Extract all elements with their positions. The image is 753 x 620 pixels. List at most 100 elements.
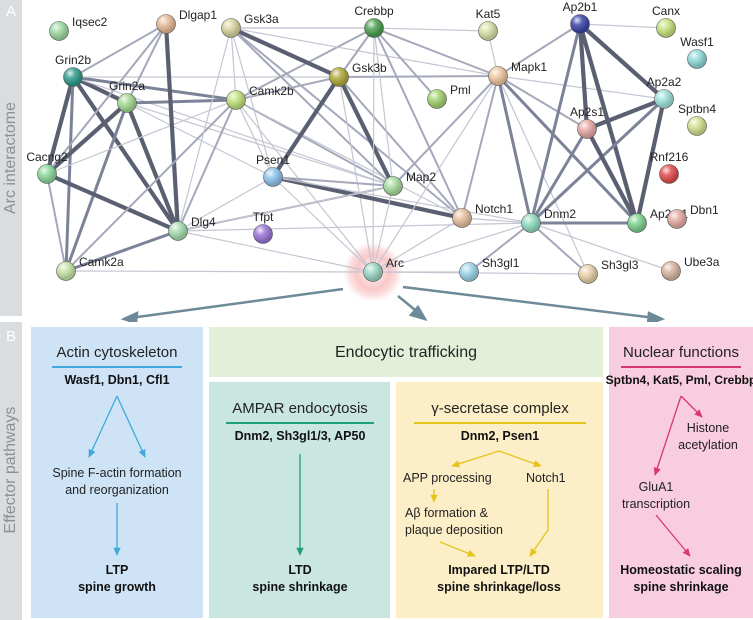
node-notch1[interactable]: Notch1 xyxy=(452,202,514,228)
node-ap2b1[interactable]: Ap2b1 xyxy=(563,0,598,34)
node-sh3gl3[interactable]: Sh3gl3 xyxy=(578,258,639,284)
node-notch1-label: Notch1 xyxy=(475,202,513,216)
node-mapk1[interactable]: Mapk1 xyxy=(488,60,548,86)
node-rnf216-label: Rnf216 xyxy=(650,150,689,164)
node-psen1-shine xyxy=(263,167,283,187)
edge-grin2a-camk2b xyxy=(125,98,238,105)
edge-ap2b1-ap2a2 xyxy=(577,21,667,102)
node-sh3gl1-shine xyxy=(459,262,479,282)
node-iqsec2-shine xyxy=(49,21,69,41)
node-rnf216-shine xyxy=(659,164,679,184)
node-ap2s1-shine xyxy=(577,119,597,139)
arrow-to-nuclear-head xyxy=(646,311,666,322)
node-dnm2-label: Dnm2 xyxy=(544,207,576,221)
node-dlg4[interactable]: Dlg4 xyxy=(168,215,217,241)
node-gsk3a-shine xyxy=(221,18,241,38)
nuclear-histone-line2: acetylation xyxy=(678,438,738,452)
node-psen1-label: Psen1 xyxy=(256,153,290,167)
node-ap2s1[interactable]: Ap2s1 xyxy=(570,105,604,139)
node-cacng2[interactable]: Cacng2 xyxy=(26,150,68,184)
edge-camk2b-gsk3b xyxy=(235,76,340,101)
node-grin2a[interactable]: Grin2a xyxy=(109,79,145,113)
edge-grin2a-psen1 xyxy=(126,102,274,178)
edge-gsk3b-psen1 xyxy=(270,74,342,180)
ampar-genes: Dnm2, Sh3gl1/3, AP50 xyxy=(234,429,366,443)
edge-ap2s1-dnm2 xyxy=(529,127,589,225)
node-dlgap1-shine xyxy=(156,14,176,34)
edge-gsk3b-arc xyxy=(338,76,374,273)
node-crebbp[interactable]: Crebbp xyxy=(354,4,394,38)
node-wasf1[interactable]: Wasf1 xyxy=(680,35,714,69)
node-gsk3a[interactable]: Gsk3a xyxy=(221,12,280,38)
edge-dnm2-sh3gl3 xyxy=(530,222,589,275)
node-pml-label: Pml xyxy=(450,83,471,97)
edge-gsk3a-map2 xyxy=(230,27,394,187)
panel-b-label: Effector pathways xyxy=(2,406,19,534)
node-camk2b[interactable]: Camk2b xyxy=(226,84,295,110)
node-sptbn4[interactable]: Sptbn4 xyxy=(678,102,716,136)
node-rnf216[interactable]: Rnf216 xyxy=(650,150,689,184)
edge-dlg4-map2 xyxy=(177,185,394,232)
node-dlg4-label: Dlg4 xyxy=(191,215,216,229)
gamma-abeta-line: Aβ formation & xyxy=(405,506,488,520)
node-tfpt[interactable]: Tfpt xyxy=(253,210,274,244)
edge-dnm2-ube3a xyxy=(530,222,672,272)
gamma-notch1: Notch1 xyxy=(526,471,566,485)
node-gsk3b[interactable]: Gsk3b xyxy=(329,61,388,87)
node-dbn1-shine xyxy=(667,209,687,229)
edge-dlgap1-dlg4 xyxy=(163,21,181,234)
node-canx-label: Canx xyxy=(652,4,680,18)
node-dnm2-shine xyxy=(521,213,541,233)
actin-title: Actin cytoskeleton xyxy=(56,344,178,361)
gamma-outcome-line2: spine shrinkage/loss xyxy=(437,580,561,594)
edge-cacng2-camk2b xyxy=(46,99,237,175)
node-camk2a-shine xyxy=(56,261,76,281)
edge-camk2b-crebbp xyxy=(235,27,375,101)
node-dnm2[interactable]: Dnm2 xyxy=(521,207,577,233)
edge-grin2a-cacng2 xyxy=(44,100,130,177)
node-camk2a[interactable]: Camk2a xyxy=(56,255,125,281)
node-camk2b-shine xyxy=(226,90,246,110)
node-grin2b[interactable]: Grin2b xyxy=(55,53,91,87)
node-psen1[interactable]: Psen1 xyxy=(256,153,290,187)
actin-genes: Wasf1, Dbn1, Cfl1 xyxy=(64,373,170,387)
node-ap2a2[interactable]: Ap2a2 xyxy=(647,75,682,109)
edge-gsk3b-crebbp xyxy=(338,27,375,78)
node-arc[interactable]: Arc xyxy=(363,256,405,282)
node-ube3a[interactable]: Ube3a xyxy=(661,255,720,281)
node-tfpt-shine xyxy=(253,224,273,244)
node-kat5[interactable]: Kat5 xyxy=(476,7,501,41)
node-canx-shine xyxy=(656,18,676,38)
node-ap2b1-label: Ap2b1 xyxy=(563,0,598,14)
nuclear-outcome-line1: Homeostatic scaling xyxy=(620,563,742,577)
node-pml[interactable]: Pml xyxy=(427,83,471,109)
gamma-title-rest: -secretase complex xyxy=(438,400,569,417)
edge-mapk1-notch1 xyxy=(461,75,499,219)
node-dbn1[interactable]: Dbn1 xyxy=(667,203,720,229)
ampar-title: AMPAR endocytosis xyxy=(232,400,368,417)
edge-ap2a2-ap2s1 xyxy=(584,96,667,132)
node-camk2b-label: Camk2b xyxy=(249,84,294,98)
arrow-to-nuclear xyxy=(402,285,656,320)
gamma-app-processing: APP processing xyxy=(403,471,492,485)
node-sh3gl1[interactable]: Sh3gl1 xyxy=(459,256,520,282)
edge-mapk1-ap2m1 xyxy=(496,74,639,225)
panel-a-sidebar: A Arc interactome xyxy=(0,0,22,316)
node-grin2a-label: Grin2a xyxy=(109,79,145,93)
edge-grin2b-dlgap1 xyxy=(72,23,167,78)
node-iqsec2[interactable]: Iqsec2 xyxy=(49,15,108,41)
edge-dnm2-psen1 xyxy=(272,176,532,224)
edge-gsk3a-mapk1 xyxy=(230,27,499,77)
edge-mapk1-ap2s1 xyxy=(497,75,588,130)
edge-gsk3a-gsk3b xyxy=(228,25,342,80)
node-dlgap1[interactable]: Dlgap1 xyxy=(156,8,218,34)
panel-b-letter: B xyxy=(5,328,16,345)
node-map2[interactable]: Map2 xyxy=(383,170,437,196)
node-canx[interactable]: Canx xyxy=(652,4,680,38)
edge-psen1-dlg4 xyxy=(177,176,274,232)
edge-camk2b-gsk3a xyxy=(230,27,237,101)
edge-mapk1-ap2a2 xyxy=(497,75,665,100)
ampar-outcome-line2: spine shrinkage xyxy=(252,580,348,594)
node-kat5-label: Kat5 xyxy=(476,7,501,21)
